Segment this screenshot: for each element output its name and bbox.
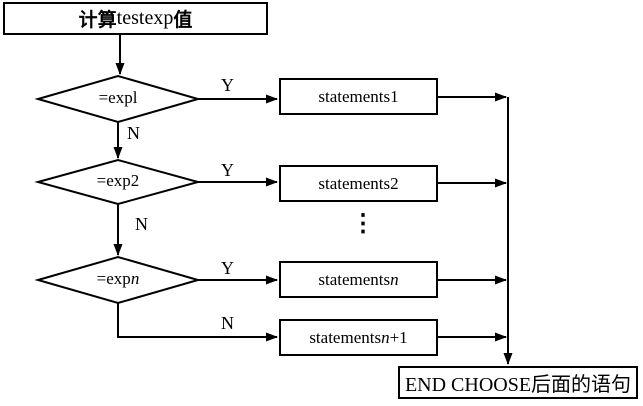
decision-exp1-label: =expl [98,88,138,107]
process-statements1: statements1 [279,78,438,115]
end-box: END CHOOSE后面的语句 [398,366,638,399]
label-no-expn: N [221,313,234,333]
decision-expn-label: =expn [96,269,140,288]
label-no-exp2: N [135,214,148,234]
label-yes-exp1: Y [221,75,234,95]
label-yes-expn: Y [221,258,234,278]
start-box-cn-suffix: 值 [173,10,193,31]
process-statements2: statements2 [279,165,438,202]
start-box-latin: testexp [116,7,174,29]
arrow-expn-no [117,303,278,342]
label-yes-exp2: Y [221,160,234,180]
vertical-ellipsis: ⋮ [351,211,375,237]
decision-exp2-label: =exp2 [96,171,140,190]
start-box-cn-prefix: 计算 [78,10,117,31]
end-box-label: END CHOOSE后面的语句 [404,374,632,396]
label-no-exp1: N [127,123,140,143]
